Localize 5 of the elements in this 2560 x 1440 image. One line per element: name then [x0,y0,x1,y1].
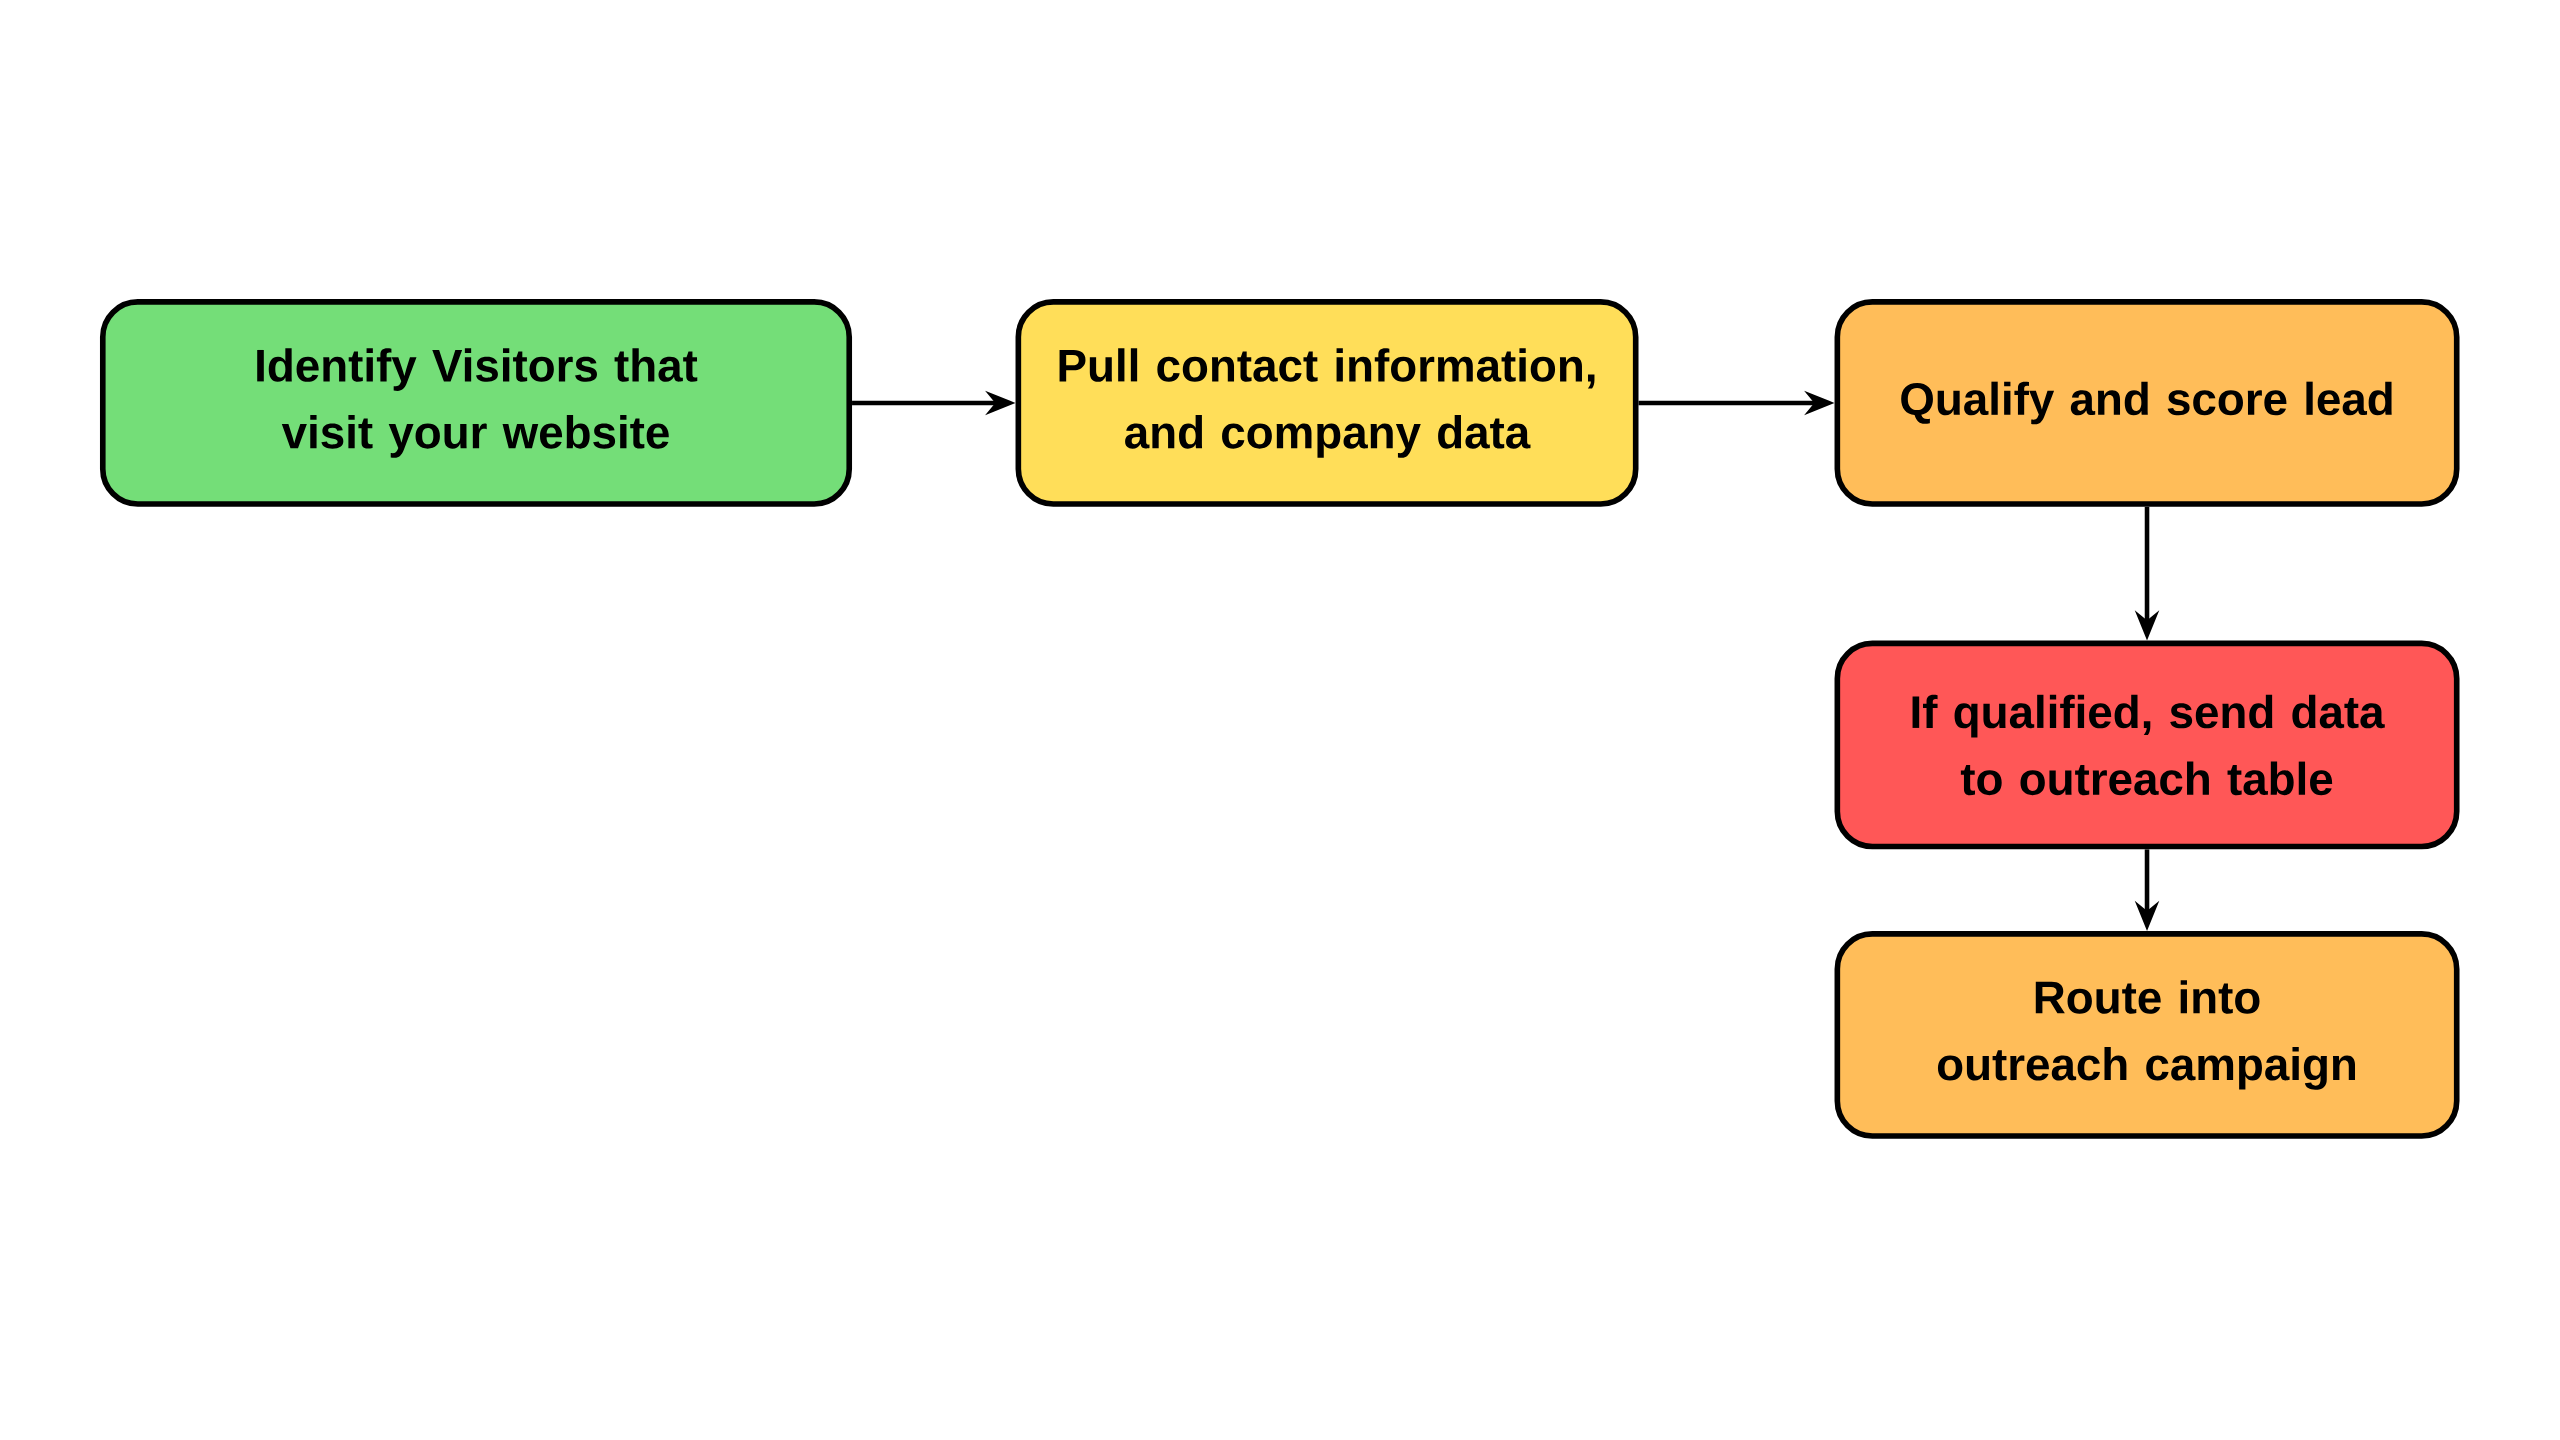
process-box: If qualified, send data to outreach table [1834,640,2460,850]
process-box: Route into outreach campaign [1834,931,2460,1139]
process-box: Identify Visitors that visit your website [99,299,853,507]
process-box: Qualify and score lead [1834,299,2460,507]
process-box: Pull contact information, and company data [1015,299,1639,507]
